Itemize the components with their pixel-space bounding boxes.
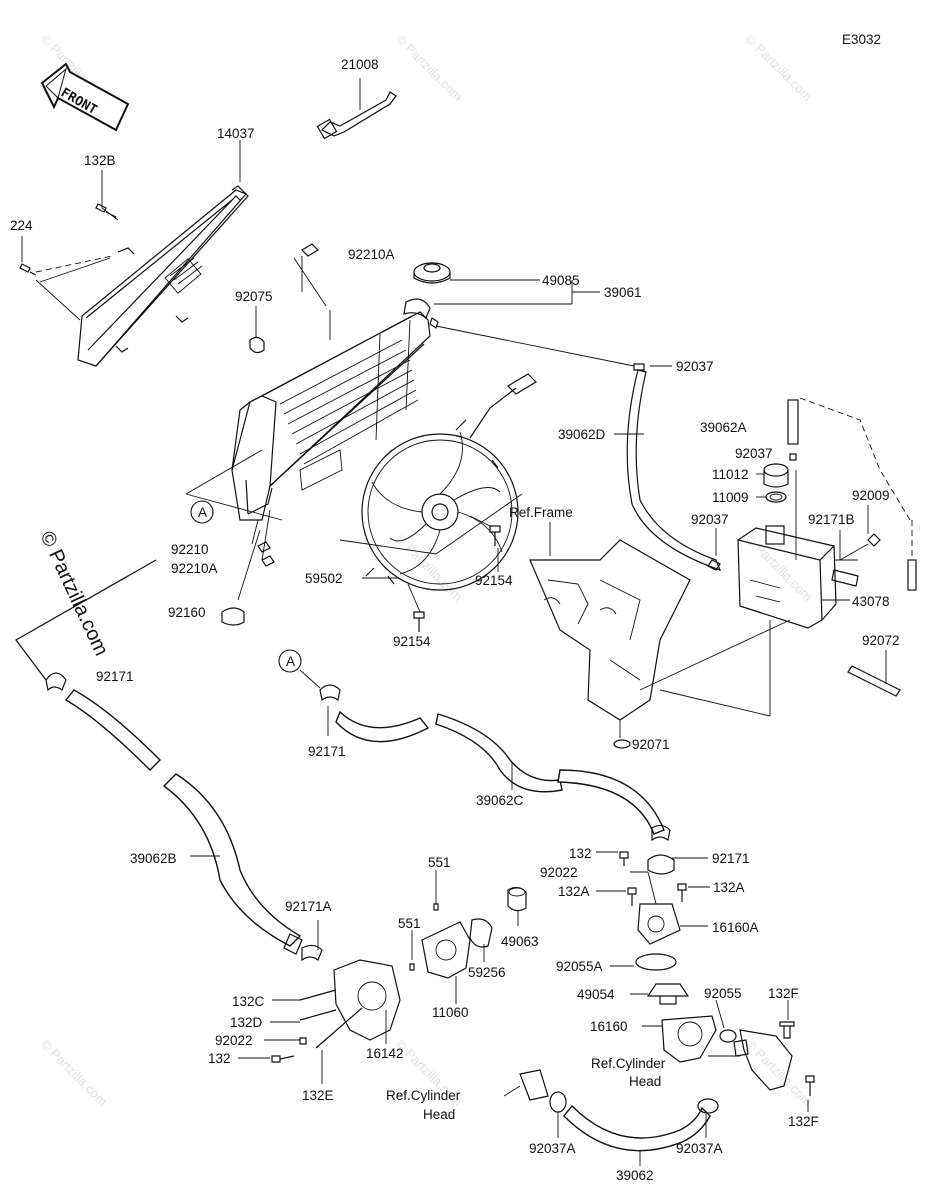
callout-39062c: 39062C <box>476 793 524 808</box>
watermark: © Partzilla.com <box>393 532 466 605</box>
callout-132d: 132D <box>230 1015 263 1030</box>
watermark: © Partzilla.com <box>393 32 466 105</box>
circle-a-label: A <box>198 505 207 520</box>
thermostat-cover-16160A <box>596 851 710 971</box>
callout-92210a-top: 92210A <box>348 247 395 262</box>
callout-labels: 21008 14037 132B 224 92210A 49085 39061 … <box>10 57 900 1183</box>
callout-132a-right: 132A <box>713 880 745 895</box>
watermark: © Partzilla.com <box>743 32 816 105</box>
diagram-code: E3032 <box>842 32 881 47</box>
callout-92037-c: 92037 <box>691 512 729 527</box>
callout-92171b: 92171B <box>808 512 855 527</box>
callout-39061: 39061 <box>604 285 642 300</box>
callout-16142: 16142 <box>366 1046 404 1061</box>
callout-92171-a: 92171 <box>96 669 134 684</box>
callout-224: 224 <box>10 218 33 233</box>
callout-92154-a: 92154 <box>475 573 513 588</box>
ref-cylinder-head-left-line1: Ref.Cylinder <box>386 1088 461 1103</box>
callout-92210a-low: 92210A <box>171 561 218 576</box>
callout-92171-b: 92171 <box>308 744 346 759</box>
callout-92171-c: 92171 <box>712 851 750 866</box>
callout-132a-left: 132A <box>558 884 590 899</box>
ref-cylinder-head-right-line1: Ref.Cylinder <box>591 1056 666 1071</box>
tie-strap-92072 <box>847 650 901 697</box>
radiator-hose-39062B <box>15 559 319 955</box>
callout-92071: 92071 <box>632 737 670 752</box>
callout-39062d: 39062D <box>558 427 606 442</box>
callout-132f-b: 132F <box>788 1114 819 1129</box>
radiator-guard-14037 <box>19 140 249 367</box>
callout-132c: 132C <box>232 994 265 1009</box>
ref-frame-label: Ref.Frame <box>509 505 573 520</box>
radiator-hose-39062C <box>319 684 671 842</box>
circle-marker-a <box>190 500 321 689</box>
callout-92022-a: 92022 <box>540 865 578 880</box>
fan-connector-21008 <box>316 78 397 140</box>
callout-92009: 92009 <box>852 488 890 503</box>
ref-cylinder-head-right-line2: Head <box>629 1074 661 1089</box>
callout-132e: 132E <box>302 1088 334 1103</box>
callout-21008: 21008 <box>341 57 379 72</box>
callout-92075: 92075 <box>235 289 273 304</box>
callout-92022-b: 92022 <box>215 1033 253 1048</box>
radiator <box>185 243 439 626</box>
reservoir-cap-11012 <box>756 463 789 503</box>
water-pump-16142 <box>238 944 401 1084</box>
watermark: © Partzilla.com <box>38 1037 111 1110</box>
frame-reference <box>529 522 691 749</box>
callout-49054: 49054 <box>577 987 615 1002</box>
callout-11012: 11012 <box>712 467 749 482</box>
callout-92210: 92210 <box>171 542 209 557</box>
callout-92171a: 92171A <box>285 899 332 914</box>
callout-11060: 11060 <box>432 1005 469 1020</box>
radiator-fan-59502 <box>339 373 537 632</box>
callout-551-b: 551 <box>398 916 421 931</box>
callout-92037a-left: 92037A <box>529 1141 576 1156</box>
callout-92037a-right: 92037A <box>676 1141 723 1156</box>
callout-59256: 59256 <box>468 965 506 980</box>
callout-551-a: 551 <box>428 855 451 870</box>
callout-92055: 92055 <box>704 986 742 1001</box>
callout-132-a: 132 <box>569 846 592 861</box>
callout-39062a: 39062A <box>700 420 747 435</box>
callout-132-b: 132 <box>208 1051 231 1066</box>
callout-43078: 43078 <box>852 594 890 609</box>
pump-cover-11060 <box>409 870 527 1004</box>
callout-132b: 132B <box>84 153 116 168</box>
callout-49085: 49085 <box>542 273 580 288</box>
thermostat-49054 <box>630 983 815 1112</box>
callout-49063: 49063 <box>501 934 539 949</box>
callout-92072: 92072 <box>862 633 900 648</box>
callout-16160: 16160 <box>590 1019 628 1034</box>
ref-cylinder-head-left-line2: Head <box>423 1107 455 1122</box>
callout-39062b: 39062B <box>130 851 177 866</box>
watermark-layer: © Partzilla.com © Partzilla.com © Partzi… <box>35 32 815 1110</box>
callout-92154-b: 92154 <box>393 634 431 649</box>
coolant-reservoir-43078 <box>639 525 850 717</box>
water-hose-39062 <box>503 1069 719 1166</box>
callout-14037: 14037 <box>217 126 255 141</box>
side-watermark: © Partzilla.com <box>35 528 112 659</box>
callout-16160a: 16160A <box>712 920 759 935</box>
callout-92037-a: 92037 <box>676 359 714 374</box>
callout-11009: 11009 <box>712 490 749 505</box>
callout-39062: 39062 <box>616 1168 654 1183</box>
overflow-hose-39062D <box>435 325 722 571</box>
watermark: © Partzilla.com <box>743 532 816 605</box>
callout-132f-a: 132F <box>768 986 799 1001</box>
hose-39062A <box>787 397 917 591</box>
callout-59502: 59502 <box>305 571 343 586</box>
circle-a-label: A <box>286 654 295 669</box>
callout-92055a: 92055A <box>556 959 603 974</box>
callout-92037-b: 92037 <box>735 446 773 461</box>
radiator-cap-49085 <box>413 262 600 305</box>
callout-92160: 92160 <box>168 605 206 620</box>
